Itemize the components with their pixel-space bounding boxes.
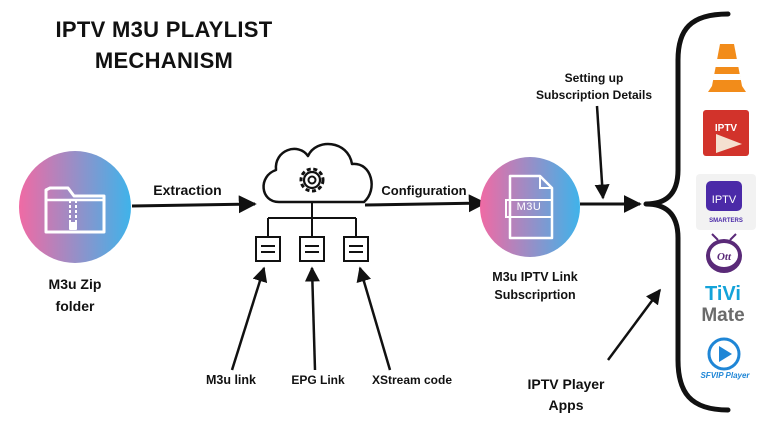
xstream-code-annotation: XStream code bbox=[371, 373, 453, 387]
curly-brace bbox=[643, 11, 731, 413]
subscription-label: M3u IPTV Link Subscriprtion bbox=[470, 268, 600, 304]
zip-folder-node bbox=[19, 151, 131, 263]
svg-text:Ott: Ott bbox=[717, 251, 732, 263]
server-icon-xstream bbox=[343, 236, 369, 262]
extraction-arrow bbox=[131, 195, 257, 214]
player-apps-annotation: IPTV Player Apps bbox=[508, 374, 624, 416]
svg-text:SMARTERS: SMARTERS bbox=[709, 218, 743, 224]
server-icon-m3u bbox=[255, 236, 281, 262]
player-apps-arrow bbox=[606, 288, 662, 361]
server-icon-epg bbox=[299, 236, 325, 262]
title-line-1: IPTV M3U PLAYLIST bbox=[55, 17, 273, 42]
player-apps-line-2: Apps bbox=[548, 397, 584, 413]
setting-up-line-1: Setting up bbox=[564, 71, 624, 85]
zip-label-line-1: M3u Zip bbox=[48, 276, 102, 292]
m3u-file-icon bbox=[505, 174, 554, 240]
zip-folder-icon bbox=[44, 186, 106, 234]
subscription-label-line-1: M3u IPTV Link bbox=[492, 270, 578, 284]
configuration-arrow bbox=[364, 194, 487, 213]
cloud-connectors bbox=[267, 202, 357, 237]
setting-up-line-2: Subscription Details bbox=[535, 88, 653, 102]
zip-label-line-2: folder bbox=[55, 298, 95, 314]
zip-folder-label: M3u Zip folder bbox=[22, 273, 128, 317]
extraction-label: Extraction bbox=[153, 182, 222, 198]
sfvip-play-icon bbox=[707, 337, 741, 371]
sfvip-player-label: SFVIP Player bbox=[700, 371, 750, 380]
title-line-2: MECHANISM bbox=[94, 48, 234, 73]
epg-link-arrow bbox=[304, 266, 320, 371]
epg-link-annotation: EPG Link bbox=[291, 373, 345, 387]
subscription-label-line-2: Subscriprtion bbox=[494, 288, 576, 302]
tivimate-line-2: Mate bbox=[701, 305, 745, 326]
setting-up-arrow bbox=[594, 105, 610, 200]
tivimate-line-1: TiVi bbox=[705, 283, 741, 305]
gear-icon bbox=[299, 167, 325, 193]
tivimate-logo: TiVi Mate bbox=[690, 283, 756, 327]
ott-navigator-icon: Ott bbox=[706, 233, 742, 273]
player-apps-line-1: IPTV Player bbox=[527, 376, 605, 392]
iptv-play-icon: IPTV bbox=[703, 110, 749, 156]
subscription-node bbox=[480, 157, 580, 257]
m3u-link-arrow bbox=[230, 266, 268, 371]
configuration-label: Configuration bbox=[381, 183, 467, 198]
vlc-cone-icon bbox=[708, 44, 746, 92]
setting-up-annotation: Setting up Subscription Details bbox=[526, 70, 662, 104]
svg-text:IPTV: IPTV bbox=[712, 194, 737, 206]
xstream-arrow bbox=[356, 266, 392, 371]
svg-text:IPTV: IPTV bbox=[715, 123, 738, 134]
m3u-badge-text: M3U bbox=[516, 201, 542, 213]
iptv-smarters-icon: IPTV SMARTERS bbox=[696, 174, 756, 230]
cloud-node bbox=[255, 142, 373, 262]
m3u-link-annotation: M3u link bbox=[205, 373, 256, 387]
page-title: IPTV M3U PLAYLIST MECHANISM bbox=[14, 14, 314, 76]
